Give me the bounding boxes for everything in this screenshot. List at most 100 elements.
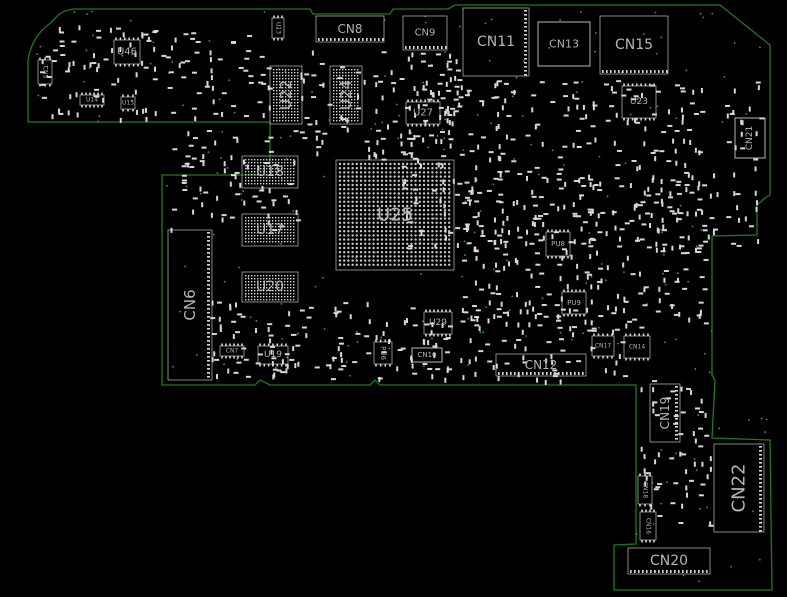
passive-part [330,378,336,381]
via [642,33,645,36]
passive-part [673,313,679,316]
passive-part [119,47,122,53]
component-u22[interactable] [269,65,303,125]
passive-part [576,146,582,149]
via [551,149,554,152]
passive-part [181,165,187,168]
component-cn17[interactable] [591,333,615,359]
via [152,41,155,44]
passive-part [385,322,388,328]
passive-part [41,96,47,99]
passive-part [674,84,680,87]
passive-part [46,75,52,78]
component-u13[interactable] [271,15,285,41]
passive-part [242,159,245,165]
passive-part [257,165,260,171]
passive-part [533,222,536,228]
passive-part [375,153,378,159]
passive-part [493,314,496,320]
component-u29[interactable] [423,309,453,337]
passive-part [339,66,345,69]
passive-part [392,120,398,123]
component-u46[interactable] [113,37,141,67]
component-cn13[interactable] [537,21,591,67]
passive-part [256,200,262,203]
passive-part [506,114,512,117]
component-pu9[interactable] [561,289,587,317]
passive-part [497,111,500,117]
passive-part [680,386,683,392]
passive-part [233,371,239,374]
passive-part [526,229,529,235]
passive-part [623,296,626,302]
via [666,481,668,484]
passive-part [643,287,646,293]
component-cn16[interactable] [639,509,657,543]
passive-part [479,288,485,291]
passive-part [579,194,582,200]
passive-part [449,77,452,83]
passive-part [475,165,478,171]
passive-part [58,112,64,115]
component-cn14[interactable] [623,333,651,361]
component-cn7[interactable] [219,343,245,359]
component-cn10[interactable] [411,347,443,363]
via [226,166,229,169]
passive-part [206,130,212,133]
passive-part [655,247,658,253]
passive-part [230,174,236,177]
passive-part [304,73,310,76]
passive-part [590,125,596,128]
passive-part [643,286,649,289]
passive-part [486,189,492,192]
passive-part [408,244,414,247]
component-u17[interactable] [241,213,299,247]
passive-part [216,374,219,380]
refdes-cn22: CN22 [729,464,750,513]
component-u27[interactable] [405,99,441,127]
passive-part [500,152,506,155]
passive-part [65,70,71,73]
passive-part [639,238,645,241]
component-u24[interactable] [329,65,363,125]
passive-part [498,201,504,204]
component-u25[interactable] [335,159,455,271]
component-cn20[interactable] [627,547,711,575]
passive-part [420,230,423,236]
passive-part [234,171,240,174]
passive-part [497,124,500,130]
passive-part [154,111,157,117]
component-cn22[interactable] [713,443,765,533]
refdes-cn10: CN10 [417,351,436,359]
component-cn21[interactable] [734,117,766,159]
via [131,99,134,102]
component-u20[interactable] [241,271,299,303]
passive-part [507,311,510,317]
passive-part [588,174,591,180]
passive-part [72,60,75,66]
passive-part [644,481,647,487]
passive-part [480,234,486,237]
component-cn9[interactable] [402,15,448,51]
component-cn8[interactable] [315,15,385,43]
passive-part [645,475,648,481]
passive-part [646,194,652,197]
component-cn11[interactable] [462,7,530,77]
component-cn15[interactable] [599,15,669,75]
component-u15[interactable] [120,94,136,112]
passive-part [58,26,61,32]
component-cn18[interactable] [637,473,653,507]
passive-part [681,503,684,509]
passive-part [441,155,447,158]
passive-part [512,201,515,207]
passive-part [522,361,528,364]
via [207,151,210,154]
via [244,293,247,296]
passive-part [264,140,270,143]
passive-part [498,193,504,196]
passive-part [468,359,471,365]
component-pu6[interactable] [373,339,393,367]
component-cn19[interactable] [649,383,681,443]
component-cn12[interactable] [495,353,587,377]
